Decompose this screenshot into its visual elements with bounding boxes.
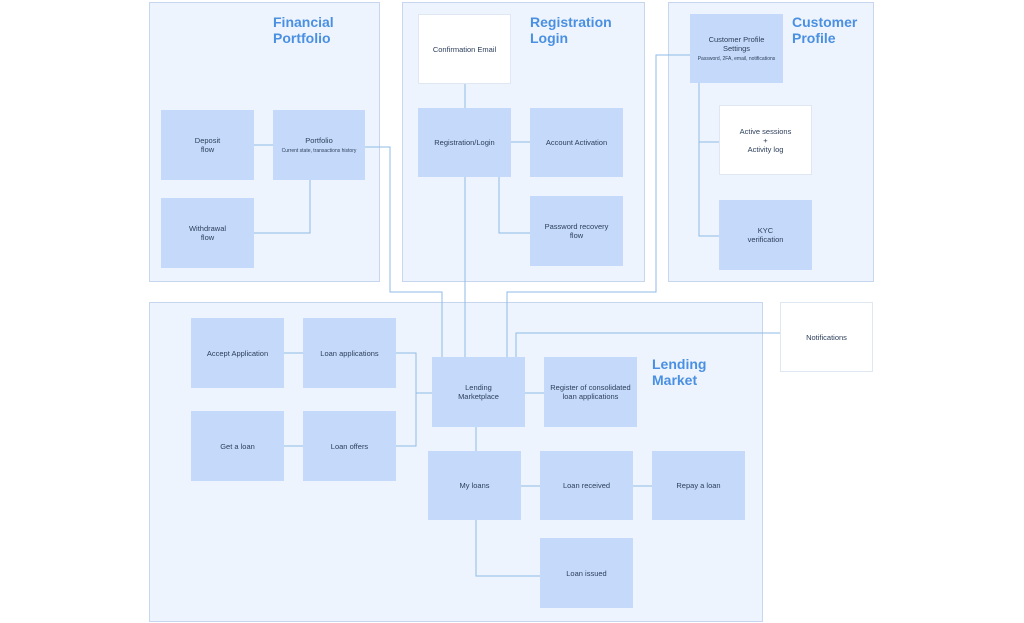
node-label: Loan issued <box>566 568 607 578</box>
node-label: Registration/Login <box>434 138 495 147</box>
node-loan-offers[interactable]: Loan offers <box>303 411 396 481</box>
registration-login-title: Registration Login <box>530 14 612 46</box>
node-label: KYC verification <box>747 226 784 244</box>
node-label: Portfolio <box>305 135 333 145</box>
financial-portfolio-title: Financial Portfolio <box>273 14 334 46</box>
customer-profile-title: Customer Profile <box>792 14 858 46</box>
node-confirmation-email[interactable]: Confirmation Email <box>418 14 511 84</box>
node-label: Loan offers <box>330 441 369 451</box>
node-label: Withdrawal flow <box>188 224 227 242</box>
node-label: Accept Application <box>206 348 269 358</box>
node-register-consolidated-applications[interactable]: Register of consolidated loan applicatio… <box>544 357 637 427</box>
node-sublabel: Password, 2FA, email, notifications <box>697 55 776 62</box>
node-label: Register of consolidated loan applicatio… <box>550 383 631 401</box>
node-portfolio[interactable]: Portfolio Current state, transactions hi… <box>273 110 365 180</box>
node-deposit-flow[interactable]: Deposit flow <box>161 110 254 180</box>
node-label: Repay a loan <box>676 481 721 490</box>
node-label: Deposit flow <box>194 136 221 154</box>
node-password-recovery-flow[interactable]: Password recovery flow <box>530 196 623 266</box>
node-sublabel: Current state, transactions history <box>281 147 357 154</box>
node-loan-applications[interactable]: Loan applications <box>303 318 396 388</box>
lending-market-title: Lending Market <box>652 356 707 388</box>
node-repay-a-loan[interactable]: Repay a loan <box>652 451 745 520</box>
node-registration-login[interactable]: Registration/Login <box>418 108 511 177</box>
node-label: Loan received <box>562 481 611 490</box>
node-label: Active sessions + Activity log <box>739 126 792 154</box>
node-my-loans[interactable]: My loans <box>428 451 521 520</box>
node-label: Lending Marketplace <box>458 383 499 401</box>
node-loan-issued[interactable]: Loan issued <box>540 538 633 608</box>
node-label: My loans <box>459 481 490 490</box>
node-kyc-verification[interactable]: KYC verification <box>719 200 812 270</box>
node-withdrawal-flow[interactable]: Withdrawal flow <box>161 198 254 268</box>
node-label: Get a loan <box>220 441 255 451</box>
node-accept-application[interactable]: Accept Application <box>191 318 284 388</box>
node-get-a-loan[interactable]: Get a loan <box>191 411 284 481</box>
node-label: Notifications <box>806 332 847 342</box>
node-label: Password recovery flow <box>544 222 609 240</box>
node-active-sessions[interactable]: Active sessions + Activity log <box>719 105 812 175</box>
node-lending-marketplace[interactable]: Lending Marketplace <box>432 357 525 427</box>
node-customer-profile-settings[interactable]: Customer Profile Settings Password, 2FA,… <box>690 14 783 83</box>
node-label: Customer Profile Settings <box>708 34 765 53</box>
node-account-activation[interactable]: Account Activation <box>530 108 623 177</box>
node-label: Account Activation <box>545 138 608 147</box>
node-notifications[interactable]: Notifications <box>780 302 873 372</box>
node-label: Loan applications <box>320 348 379 358</box>
node-loan-received[interactable]: Loan received <box>540 451 633 520</box>
node-label: Confirmation Email <box>432 44 497 54</box>
